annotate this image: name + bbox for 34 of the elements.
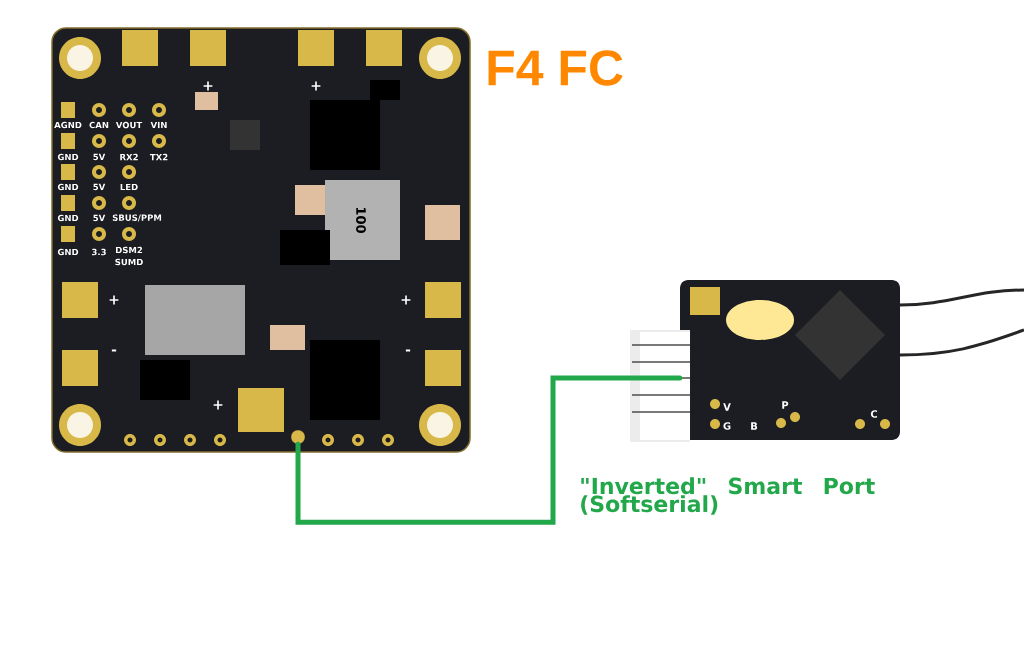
pin-label: C (870, 410, 878, 418)
silkscreen-label: AGND (54, 121, 82, 129)
silkscreen-label: 3.3 (92, 248, 106, 256)
polarity-sign: + (203, 81, 213, 91)
silkscreen-label: VOUT (115, 121, 143, 129)
edge-label: "Inverted" Smart Port (Softserial) (581, 477, 875, 515)
silkscreen-label: 5V (93, 153, 106, 161)
wire (295, 375, 683, 525)
silkscreen-label: SBUS/PPM (112, 214, 162, 222)
silkscreen-label: 5V (93, 183, 106, 191)
polarity-sign: + (401, 295, 411, 305)
polarity-sign: + (311, 81, 321, 91)
pin-label: G (723, 422, 731, 430)
silkscreen-label: CAN (89, 121, 109, 129)
polarity-sign: + (213, 400, 223, 410)
silkscreen-label: LED (120, 183, 138, 191)
polarity-sign: - (111, 349, 117, 352)
silkscreen-label: VIN (150, 121, 167, 129)
pin-label: B (751, 422, 758, 430)
polarity-sign: + (109, 295, 119, 305)
silkscreen-label: GND (57, 183, 79, 191)
component-marking: 100 (356, 207, 366, 233)
silkscreen-label: GND (57, 248, 79, 256)
silkscreen-label: RX2 (120, 153, 138, 161)
silkscreen-label: GND (57, 153, 79, 161)
pin-label: P (782, 401, 789, 409)
heading: F4 FC (488, 50, 623, 86)
solder-pad (290, 429, 306, 445)
silkscreen-label: GND (57, 214, 79, 222)
pin-label: V (723, 403, 731, 411)
silkscreen-label: TX2 (149, 153, 168, 161)
silkscreen-label: DSM2 SUMD (115, 246, 143, 266)
polarity-sign: - (405, 349, 411, 352)
silkscreen-label: 5V (93, 214, 106, 222)
